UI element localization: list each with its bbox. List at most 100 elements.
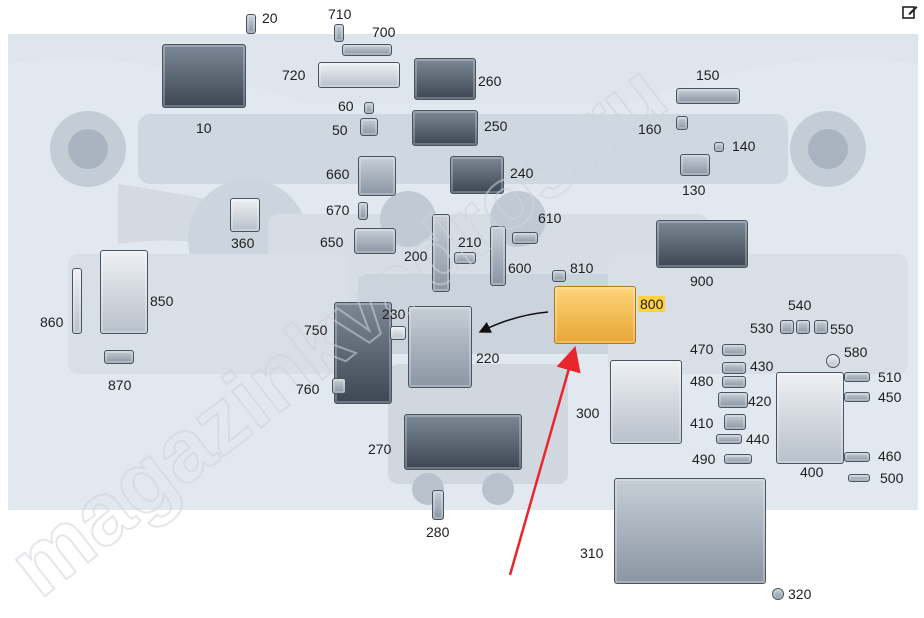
part-20-shape[interactable]: [246, 14, 256, 34]
label-part-850[interactable]: 850: [150, 293, 174, 309]
label-part-160[interactable]: 160: [638, 121, 662, 137]
label-part-270[interactable]: 270: [368, 441, 392, 457]
part-140-shape[interactable]: [714, 142, 724, 152]
part-670-shape[interactable]: [358, 202, 368, 220]
part-410-shape[interactable]: [724, 414, 746, 430]
part-810-shape[interactable]: [552, 270, 566, 282]
label-part-10[interactable]: 10: [196, 120, 212, 136]
label-part-760[interactable]: 760: [296, 381, 320, 397]
label-part-490[interactable]: 490: [692, 451, 716, 467]
part-550-shape[interactable]: [814, 320, 828, 334]
label-part-650[interactable]: 650: [320, 234, 344, 250]
part-440-shape[interactable]: [716, 434, 742, 444]
label-part-20[interactable]: 20: [262, 10, 278, 26]
label-part-460[interactable]: 460: [878, 448, 902, 464]
label-part-430[interactable]: 430: [750, 358, 774, 374]
part-870-shape[interactable]: [104, 350, 134, 364]
part-720-shape[interactable]: [318, 62, 400, 88]
part-500-shape[interactable]: [848, 474, 870, 482]
label-part-710[interactable]: 710: [328, 6, 352, 22]
part-450-shape[interactable]: [844, 392, 870, 402]
label-part-410[interactable]: 410: [690, 415, 714, 431]
label-part-140[interactable]: 140: [732, 138, 756, 154]
part-130-shape[interactable]: [680, 154, 710, 176]
label-part-310[interactable]: 310: [580, 545, 604, 561]
label-part-900[interactable]: 900: [690, 273, 714, 289]
part-430-shape[interactable]: [722, 362, 746, 374]
label-part-60[interactable]: 60: [338, 98, 354, 114]
part-320-shape[interactable]: [772, 588, 784, 600]
part-700-shape[interactable]: [342, 44, 392, 56]
part-10-shape[interactable]: [162, 44, 246, 108]
part-230-shape[interactable]: [390, 326, 406, 340]
part-60-shape[interactable]: [364, 102, 374, 114]
part-540-shape[interactable]: [796, 320, 810, 334]
part-260-shape[interactable]: [414, 58, 476, 100]
label-part-700[interactable]: 700: [372, 24, 396, 40]
label-part-450[interactable]: 450: [878, 389, 902, 405]
part-280-shape[interactable]: [432, 490, 444, 520]
part-510-shape[interactable]: [844, 372, 870, 382]
part-220-shape[interactable]: [408, 306, 472, 388]
label-part-300[interactable]: 300: [576, 405, 600, 421]
label-part-550[interactable]: 550: [830, 321, 854, 337]
part-360-shape[interactable]: [230, 198, 260, 232]
part-460-shape[interactable]: [844, 452, 870, 462]
label-part-480[interactable]: 480: [690, 373, 714, 389]
label-part-600[interactable]: 600: [508, 260, 532, 276]
label-part-540[interactable]: 540: [788, 297, 812, 313]
part-150-shape[interactable]: [676, 88, 740, 104]
label-part-320[interactable]: 320: [788, 586, 812, 602]
part-530-shape[interactable]: [780, 320, 794, 334]
part-480-shape[interactable]: [722, 376, 746, 388]
part-50-shape[interactable]: [360, 118, 378, 136]
label-part-670[interactable]: 670: [326, 202, 350, 218]
part-240-shape[interactable]: [450, 156, 504, 194]
label-part-210[interactable]: 210: [458, 234, 482, 250]
edit-icon[interactable]: [902, 4, 918, 20]
label-part-510[interactable]: 510: [878, 369, 902, 385]
label-part-470[interactable]: 470: [690, 341, 714, 357]
label-part-360[interactable]: 360: [231, 235, 255, 251]
part-710-shape[interactable]: [334, 24, 344, 42]
part-200-shape[interactable]: [432, 214, 450, 292]
part-300-shape[interactable]: [610, 360, 682, 444]
label-part-810[interactable]: 810: [570, 260, 594, 276]
label-part-200[interactable]: 200: [404, 248, 428, 264]
part-400-shape[interactable]: [776, 372, 844, 464]
part-800-shape[interactable]: [554, 286, 636, 344]
part-660-shape[interactable]: [358, 156, 396, 196]
part-490-shape[interactable]: [724, 454, 752, 464]
part-900-shape[interactable]: [656, 220, 748, 268]
part-270-shape[interactable]: [404, 414, 522, 470]
part-600-shape[interactable]: [490, 226, 506, 286]
label-part-130[interactable]: 130: [682, 182, 706, 198]
part-610-shape[interactable]: [512, 232, 538, 244]
label-part-240[interactable]: 240: [510, 165, 534, 181]
part-250-shape[interactable]: [412, 110, 478, 146]
label-part-50[interactable]: 50: [332, 122, 348, 138]
part-160-shape[interactable]: [676, 116, 688, 130]
label-part-220[interactable]: 220: [476, 350, 500, 366]
label-part-580[interactable]: 580: [844, 344, 868, 360]
label-part-870[interactable]: 870: [108, 377, 132, 393]
label-part-530[interactable]: 530: [750, 320, 774, 336]
label-part-250[interactable]: 250: [484, 118, 508, 134]
label-part-500[interactable]: 500: [880, 470, 904, 486]
label-part-660[interactable]: 660: [326, 166, 350, 182]
part-850-shape[interactable]: [100, 250, 148, 334]
part-470-shape[interactable]: [722, 344, 746, 356]
label-part-280[interactable]: 280: [426, 524, 450, 540]
label-part-860[interactable]: 860: [40, 314, 64, 330]
part-580-shape[interactable]: [826, 354, 840, 368]
label-part-400[interactable]: 400: [800, 464, 824, 480]
label-part-800[interactable]: 800: [638, 296, 666, 312]
part-420-shape[interactable]: [718, 392, 748, 408]
label-part-230[interactable]: 230: [382, 306, 406, 322]
part-310-shape[interactable]: [614, 478, 766, 584]
label-part-150[interactable]: 150: [696, 67, 720, 83]
part-210-shape[interactable]: [454, 252, 476, 264]
part-860-shape[interactable]: [72, 268, 82, 334]
part-760-shape[interactable]: [332, 378, 346, 394]
label-part-720[interactable]: 720: [282, 67, 306, 83]
